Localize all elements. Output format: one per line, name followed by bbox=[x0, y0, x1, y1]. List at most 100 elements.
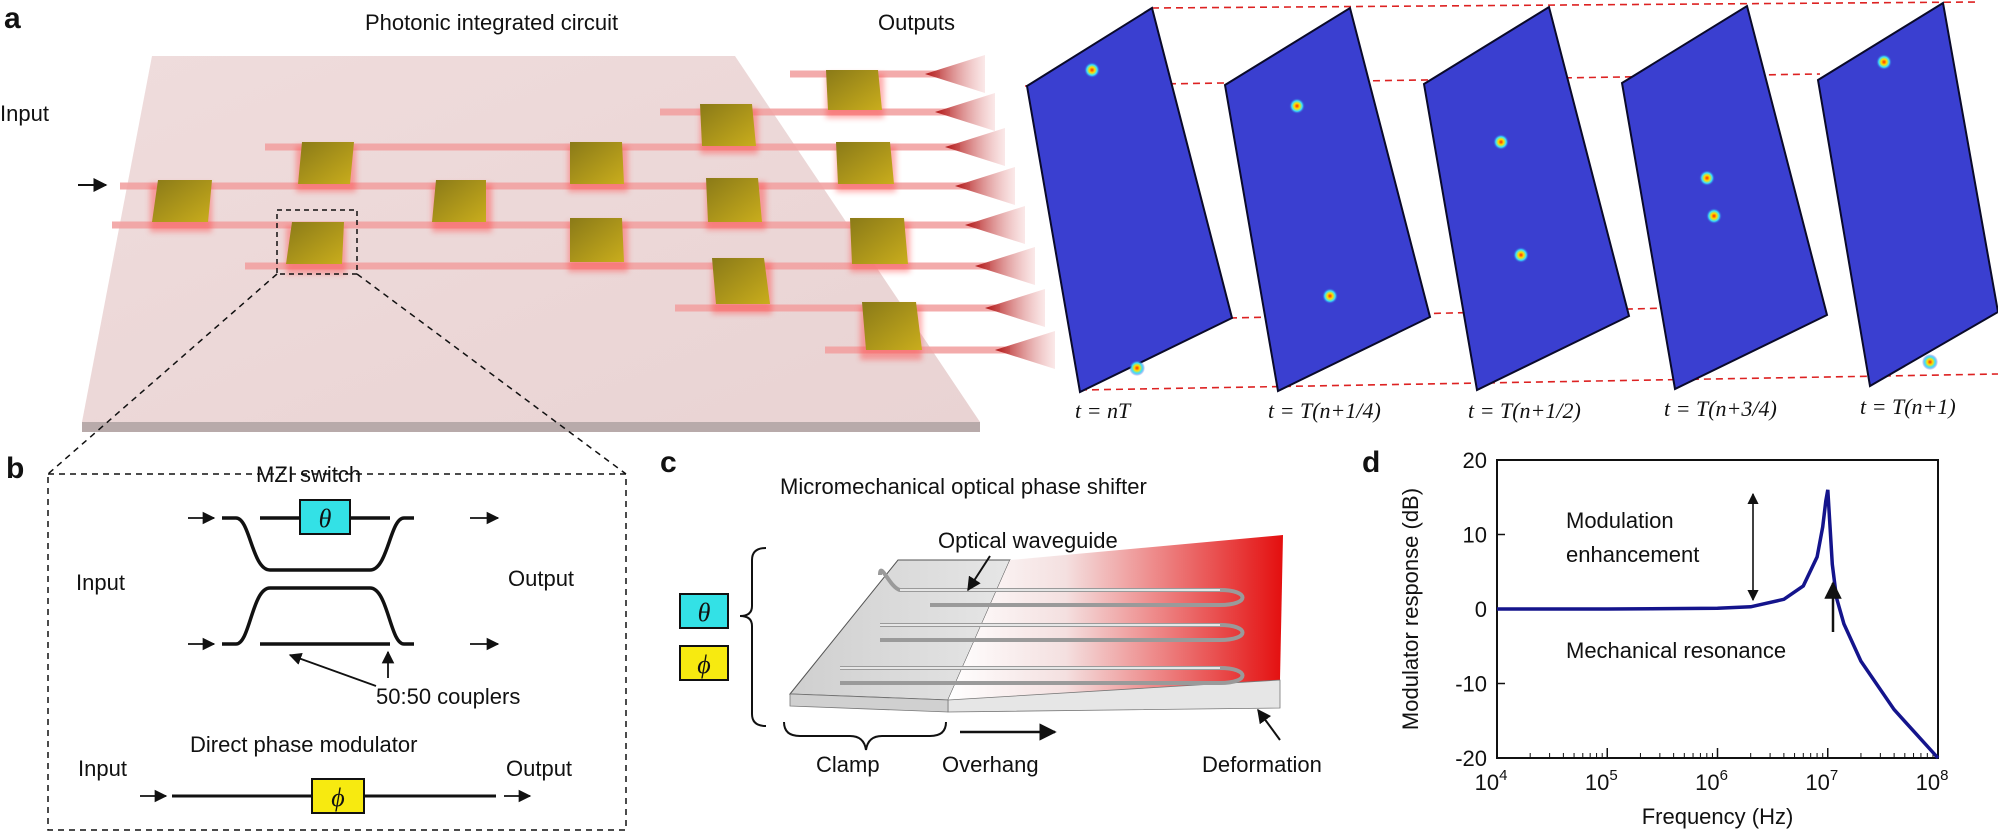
chip-title: Photonic integrated circuit bbox=[365, 10, 618, 35]
waveguide-label: Optical waveguide bbox=[938, 528, 1118, 553]
overhang-beam bbox=[948, 535, 1283, 700]
theta-symbol-c: θ bbox=[698, 598, 711, 627]
time-frame-1 bbox=[1025, 6, 1234, 394]
pad bbox=[826, 70, 884, 118]
deformation-arrow bbox=[1257, 708, 1281, 741]
time-frame-4 bbox=[1620, 4, 1829, 391]
x-axis-label: Frequency (Hz) bbox=[1642, 804, 1794, 829]
zoom-line-right bbox=[356, 273, 627, 475]
x-ticks: 104 105 106 107 108 bbox=[1475, 748, 1949, 795]
response-curve bbox=[1497, 489, 1940, 760]
panel-a: a Photonic integrated circuit Outputs In… bbox=[0, 1, 1998, 475]
side-brace bbox=[739, 547, 767, 727]
y-tick-label: 20 bbox=[1463, 448, 1487, 473]
theta-box-b bbox=[299, 499, 351, 535]
modulation-label: Modulation bbox=[1566, 508, 1674, 533]
zoom-line-left bbox=[47, 273, 278, 475]
output-cone bbox=[955, 167, 1015, 205]
x-tick-label: 107 bbox=[1805, 767, 1838, 795]
time-label-5: t = T(n+1) bbox=[1860, 394, 1956, 419]
theta-symbol-b: θ bbox=[319, 504, 332, 533]
clamp-label: Clamp bbox=[816, 752, 880, 777]
time-label-3: t = T(n+1/2) bbox=[1468, 398, 1581, 423]
output-cone bbox=[985, 289, 1045, 327]
x-tick-label: 106 bbox=[1695, 767, 1728, 795]
y-axis-label: Modulator response (dB) bbox=[1398, 488, 1423, 730]
direct-output-label: Output bbox=[506, 756, 572, 781]
y-tick-label: 0 bbox=[1475, 597, 1487, 622]
y-ticks: 20 10 0 -10 -20 bbox=[1455, 448, 1505, 771]
time-frame-3 bbox=[1422, 5, 1631, 392]
mzi-output-label: Output bbox=[508, 566, 574, 591]
pad bbox=[712, 258, 772, 314]
output-cones bbox=[925, 55, 1055, 369]
waveguide-arrow bbox=[967, 555, 991, 592]
clamp-side bbox=[789, 693, 949, 713]
panel-letter-c: c bbox=[660, 446, 677, 479]
time-label-2: t = T(n+1/4) bbox=[1268, 398, 1381, 423]
pad bbox=[836, 142, 896, 192]
phase-shifter-title: Micromechanical optical phase shifter bbox=[780, 474, 1147, 499]
pad bbox=[432, 180, 492, 232]
enhancement-label: enhancement bbox=[1566, 542, 1699, 567]
waveguide-highlights bbox=[840, 589, 1220, 669]
input-label-a: Input bbox=[0, 101, 49, 126]
phase-shifter-waveguides bbox=[840, 568, 1245, 685]
pad bbox=[296, 142, 356, 192]
mzi-input-label: Input bbox=[76, 570, 125, 595]
output-cone bbox=[935, 93, 995, 131]
couplers-label: 50:50 couplers bbox=[376, 684, 520, 709]
panel-d: d 20 10 0 -10 -20 104 105 106 107 108 Frequency … bbox=[1362, 446, 1948, 829]
response-chart: 20 10 0 -10 -20 104 105 106 107 108 Frequency (H… bbox=[1398, 448, 1948, 829]
phase-shifter-pads bbox=[150, 70, 922, 360]
time-label-1: t = nT bbox=[1075, 398, 1132, 423]
pad bbox=[860, 302, 922, 360]
pad bbox=[568, 142, 628, 192]
pad bbox=[150, 180, 212, 232]
panel-b-box bbox=[47, 473, 627, 831]
coupler-arrow-left bbox=[288, 652, 377, 687]
pad bbox=[286, 222, 346, 274]
panel-c: c Micromechanical optical phase shifter … bbox=[660, 446, 1322, 777]
phi-box-b bbox=[311, 778, 365, 814]
panel-letter-d: d bbox=[1362, 446, 1380, 479]
direct-input-label: Input bbox=[78, 756, 127, 781]
mzi-waveguides bbox=[222, 516, 414, 646]
x-tick-label: 105 bbox=[1585, 767, 1618, 795]
chip-edge bbox=[82, 422, 980, 432]
pad bbox=[706, 178, 766, 230]
resonance-label: Mechanical resonance bbox=[1566, 638, 1786, 663]
output-cone bbox=[965, 206, 1025, 244]
phi-symbol-c: ϕ bbox=[697, 650, 710, 679]
time-frame-2 bbox=[1223, 6, 1432, 393]
x-tick-label: 104 bbox=[1475, 767, 1508, 795]
time-frames bbox=[1025, 1, 1998, 394]
outputs-label: Outputs bbox=[878, 10, 955, 35]
y-tick-label: -20 bbox=[1455, 746, 1487, 771]
clamp-brace bbox=[783, 721, 947, 751]
output-cone bbox=[995, 331, 1055, 369]
output-cone bbox=[925, 55, 985, 93]
pad bbox=[850, 218, 910, 272]
phi-symbol-b: ϕ bbox=[331, 783, 344, 812]
panel-letter-b: b bbox=[6, 452, 24, 485]
direct-modulator-title: Direct phase modulator bbox=[190, 732, 417, 757]
overhang-label: Overhang bbox=[942, 752, 1039, 777]
theta-box-c bbox=[679, 593, 729, 629]
x-tick-label: 108 bbox=[1916, 767, 1949, 795]
panel-letter-a: a bbox=[4, 2, 21, 35]
output-cone bbox=[945, 128, 1005, 166]
pad bbox=[700, 104, 758, 154]
time-frame-5 bbox=[1816, 1, 1998, 388]
output-cone bbox=[975, 247, 1035, 285]
pad bbox=[568, 218, 628, 272]
panel-b: b MZI switch θ Input Output 50:50 couple… bbox=[6, 452, 627, 831]
zoom-box bbox=[276, 209, 358, 275]
y-tick-label: -10 bbox=[1455, 672, 1487, 697]
y-tick-label: 10 bbox=[1463, 523, 1487, 548]
time-label-4: t = T(n+3/4) bbox=[1664, 396, 1777, 421]
phi-box-c bbox=[679, 645, 729, 681]
mzi-title: MZI switch bbox=[256, 462, 361, 487]
deformation-label: Deformation bbox=[1202, 752, 1322, 777]
